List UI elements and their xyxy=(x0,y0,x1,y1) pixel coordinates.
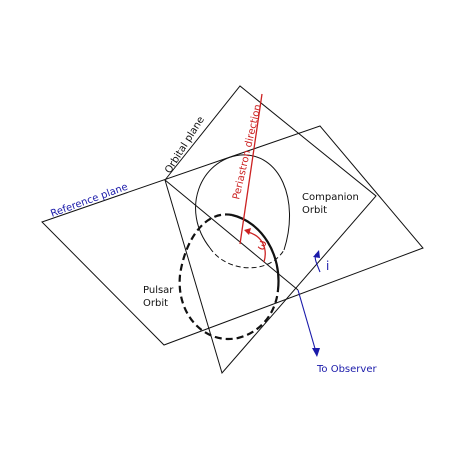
pulsar-orbit-dashed xyxy=(178,213,280,341)
to-observer-label: To Observer xyxy=(316,364,377,375)
observer-arrow-icon xyxy=(312,348,320,357)
companion-orbit-solid xyxy=(195,154,291,251)
line-of-nodes xyxy=(164,179,299,291)
pulsar-orbit-label-line2: Orbit xyxy=(143,298,168,309)
orbital-plane-label: Orbital plane xyxy=(163,115,207,176)
companion-orbit-dashed xyxy=(209,247,285,269)
omega-label: ω xyxy=(253,238,270,252)
reference-plane-label: Reference plane xyxy=(49,182,129,220)
pulsar-orbit-solid xyxy=(231,213,280,291)
orbital-plane xyxy=(164,85,377,375)
omega-arc xyxy=(247,231,266,263)
inclination-label: i xyxy=(326,259,329,273)
omega-arrow-icon xyxy=(244,228,251,235)
periastron-line xyxy=(239,93,263,245)
periastron-direction-label: Periastron direction xyxy=(231,103,264,200)
inclination-arrow-icon xyxy=(313,250,320,258)
observer-vector xyxy=(297,289,317,353)
companion-orbit-label-line2: Orbit xyxy=(302,205,327,216)
companion-orbit-label-line1: Companion xyxy=(302,192,359,203)
pulsar-orbit-label-line1: Pulsar xyxy=(143,285,174,296)
